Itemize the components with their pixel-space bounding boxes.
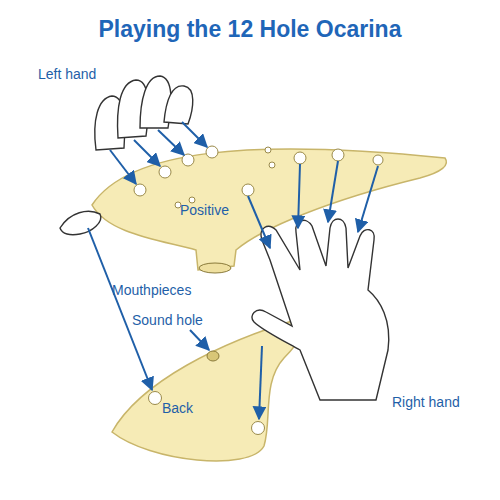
part-label: Right hand bbox=[392, 394, 492, 410]
diagram-title: Playing the 12 Hole Ocarina bbox=[0, 16, 500, 42]
mouthpiece bbox=[199, 263, 231, 273]
ocarina-back-body bbox=[112, 318, 304, 461]
part-label: Left hand bbox=[38, 66, 138, 82]
left-hand bbox=[60, 76, 193, 235]
finger-arrows bbox=[88, 122, 378, 419]
part-label: Positive bbox=[180, 202, 270, 218]
part-label: Mouthpieces bbox=[112, 282, 222, 298]
back-hole bbox=[252, 422, 265, 435]
back-hole bbox=[149, 392, 162, 405]
part-label: Sound hole bbox=[132, 312, 242, 328]
part-label: Back bbox=[162, 400, 232, 416]
sound-hole bbox=[207, 351, 219, 361]
right-hand bbox=[252, 219, 389, 400]
front-holes bbox=[134, 146, 383, 208]
